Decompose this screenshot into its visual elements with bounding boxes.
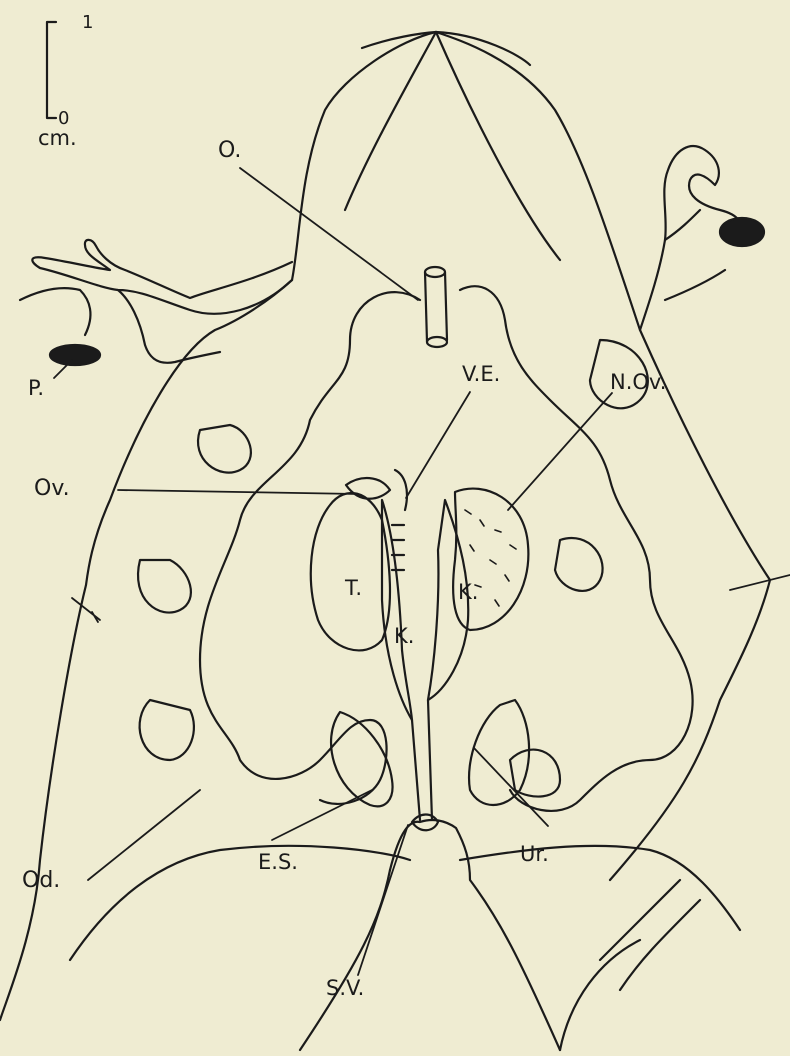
leader-SV bbox=[358, 825, 408, 975]
leader-O bbox=[240, 168, 418, 300]
label-Od: Od. bbox=[22, 870, 60, 892]
label-SV: S.V. bbox=[326, 978, 364, 999]
ureter-left bbox=[412, 720, 420, 820]
snout-line-right bbox=[436, 32, 560, 260]
pigment-spot-left bbox=[50, 345, 100, 365]
label-K-right: K. bbox=[458, 582, 478, 603]
right-thigh bbox=[460, 846, 740, 930]
snout-line-left bbox=[345, 32, 436, 210]
oviduct-left-loop2 bbox=[138, 560, 191, 613]
label-K-left: K. bbox=[394, 626, 414, 647]
leader-Ov bbox=[118, 490, 358, 494]
left-thigh bbox=[70, 846, 410, 960]
left-forelimb bbox=[32, 240, 292, 314]
oviduct-left-loop1 bbox=[198, 425, 251, 473]
left-forelimb-inner bbox=[118, 290, 220, 363]
kidney-left bbox=[382, 500, 412, 720]
oviduct-left-loop3 bbox=[140, 700, 194, 760]
body-outline-left bbox=[0, 32, 436, 1020]
leader-Od bbox=[88, 790, 200, 880]
label-P: P. bbox=[28, 378, 44, 399]
hind-lines bbox=[560, 880, 700, 1050]
label-Ur: Ur. bbox=[520, 844, 549, 865]
label-T: T. bbox=[345, 578, 362, 599]
label-ES: E.S. bbox=[258, 852, 298, 873]
testis bbox=[311, 493, 390, 650]
leader-VE bbox=[406, 392, 470, 498]
ureter-right bbox=[428, 700, 432, 820]
vas-efferentia bbox=[392, 470, 407, 570]
right-forelimb-inner bbox=[665, 210, 725, 300]
leader-ES bbox=[272, 790, 372, 840]
label-O: O. bbox=[218, 140, 241, 162]
leader-right-edge bbox=[730, 575, 790, 590]
left-finger bbox=[20, 288, 90, 335]
cloaca-left bbox=[300, 870, 390, 1050]
seminal-vesicle bbox=[331, 712, 392, 806]
pigment-spot-right bbox=[720, 218, 764, 246]
jaw-line bbox=[362, 32, 530, 65]
scale-top-label: 1 bbox=[82, 14, 93, 32]
oviduct-right-loop3 bbox=[510, 750, 560, 797]
oviduct-right-loop2 bbox=[555, 538, 603, 591]
label-NOv: N.Ov. bbox=[610, 372, 666, 393]
pin-left bbox=[72, 598, 100, 622]
scale-unit-label: cm. bbox=[38, 128, 77, 149]
body-outline-right bbox=[436, 32, 770, 880]
label-VE: V.E. bbox=[462, 364, 500, 385]
aorta-tube bbox=[425, 272, 447, 342]
scale-bar bbox=[47, 22, 56, 118]
ovary-left bbox=[346, 478, 390, 499]
label-Ov: Ov. bbox=[34, 478, 70, 500]
